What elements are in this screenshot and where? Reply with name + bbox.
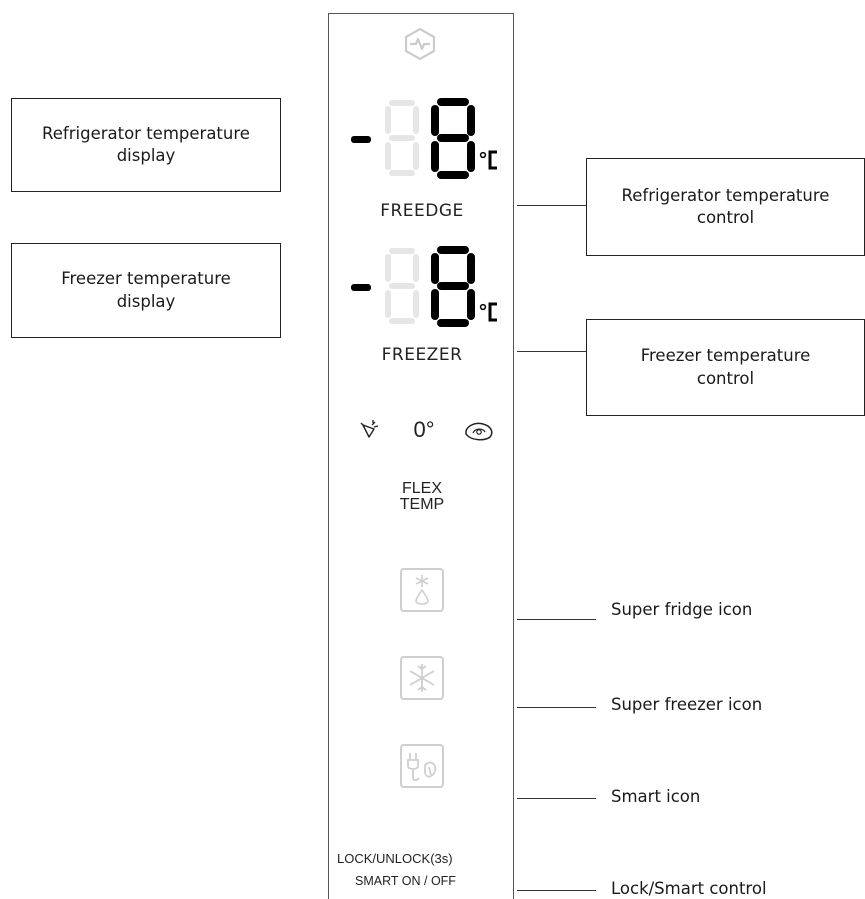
freezer-control-callout: Freezer temperature control <box>586 319 865 416</box>
freedge-label[interactable]: FREEDGE <box>380 201 464 221</box>
smart-connector <box>517 798 596 799</box>
vegetable-icon <box>357 419 381 443</box>
freezer-display-callout-text: Freezer temperature display <box>61 269 231 311</box>
lock-smart-label: Lock/Smart control <box>611 879 767 898</box>
smart-onoff-label[interactable]: SMART ON / OFF <box>355 874 456 888</box>
super-freezer-connector <box>517 707 596 708</box>
control-panel: FREEDGE <box>328 13 514 899</box>
flex-temp-label[interactable]: FLEX TEMP <box>399 480 445 513</box>
super-fridge-icon[interactable] <box>399 567 445 613</box>
fridge-control-connector <box>517 205 586 206</box>
freezer-label[interactable]: FREEZER <box>381 345 463 365</box>
lock-unlock-label[interactable]: LOCK/UNLOCK(3s) <box>337 851 453 866</box>
logo-icon <box>400 26 440 62</box>
meat-icon <box>463 420 495 442</box>
fridge-control-callout-text: Refrigerator temperature control <box>621 185 830 227</box>
flex-zero-degree: 0° <box>413 417 435 442</box>
freezer-display-callout: Freezer temperature display <box>11 243 281 338</box>
fridge-temp-display <box>349 96 509 182</box>
super-fridge-connector <box>517 619 596 620</box>
freezer-control-connector <box>517 351 586 352</box>
super-freezer-label: Super freezer icon <box>611 695 763 714</box>
lock-smart-connector <box>517 890 596 891</box>
fridge-display-callout-text: Refrigerator temperature display <box>42 123 250 165</box>
super-freezer-icon[interactable] <box>399 655 445 701</box>
super-fridge-label: Super fridge icon <box>611 600 753 619</box>
smart-icon[interactable] <box>399 743 445 789</box>
freezer-temp-display <box>349 244 509 330</box>
smart-label: Smart icon <box>611 787 701 806</box>
freezer-control-callout-text: Freezer temperature control <box>640 346 811 388</box>
fridge-display-callout: Refrigerator temperature display <box>11 98 281 192</box>
fridge-control-callout: Refrigerator temperature control <box>586 158 865 256</box>
